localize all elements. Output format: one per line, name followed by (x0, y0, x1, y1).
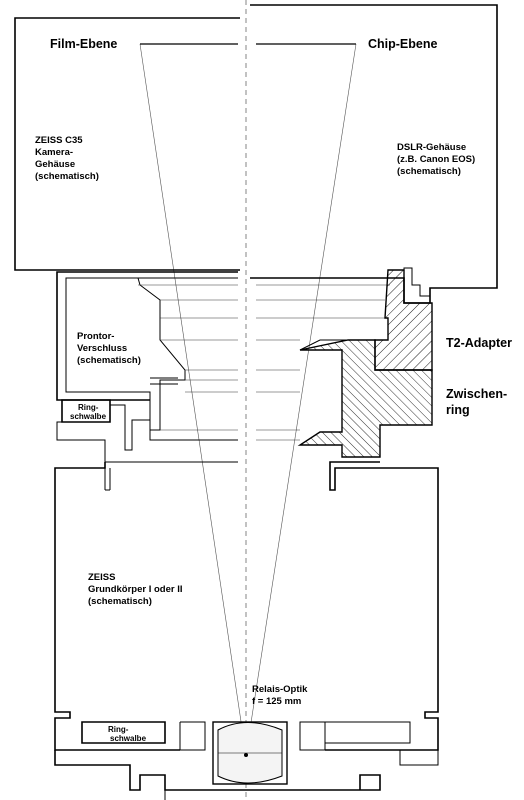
spacer-ring-label-1: Zwischen- (446, 387, 507, 401)
dslr-body-label-1: DSLR-Gehäuse (397, 142, 466, 153)
t2-adapter-label: T2-Adapter (446, 336, 512, 350)
film-plane-label: Film-Ebene (50, 37, 117, 51)
spacer-ring (297, 339, 433, 458)
camera-body-label-4: (schematisch) (35, 171, 99, 182)
dovetail-upper-label-2: schwalbe (70, 412, 107, 421)
base-body-label-3: (schematisch) (88, 596, 152, 607)
dovetail-lower-label-2: schwalbe (110, 734, 147, 743)
camera-body-label-2: Kamera- (35, 147, 73, 158)
camera-body-label-1: ZEISS C35 (35, 135, 83, 146)
base-body-label-2: Grundkörper I oder II (88, 584, 183, 595)
camera-body-outline (14, 17, 240, 271)
dovetail-lower-label-1: Ring- (108, 725, 129, 734)
relay-optics-label-1: Relais-Optik (252, 684, 308, 695)
dovetail-upper-label-1: Ring- (78, 403, 99, 412)
spacer-ring-label-2: ring (446, 403, 470, 417)
light-cone (139, 43, 357, 756)
base-body-label-1: ZEISS (88, 572, 115, 583)
base-body-outline (54, 462, 180, 751)
relay-optics-label-2: f = 125 mm (252, 696, 301, 707)
camera-body-label-3: Gehäuse (35, 159, 75, 170)
relay-optics-lens (212, 721, 288, 785)
shutter-label-1: Prontor- (77, 331, 114, 342)
shutter-label-2: Verschluss (77, 343, 127, 354)
chip-plane-label: Chip-Ebene (368, 37, 437, 51)
dslr-body-label-2: (z.B. Canon EOS) (397, 154, 475, 165)
dslr-body-label-3: (schematisch) (397, 166, 461, 177)
dovetail-ring-upper (61, 399, 111, 423)
shutter-label-3: (schematisch) (77, 355, 141, 366)
dovetail-ring-lower (81, 721, 166, 744)
